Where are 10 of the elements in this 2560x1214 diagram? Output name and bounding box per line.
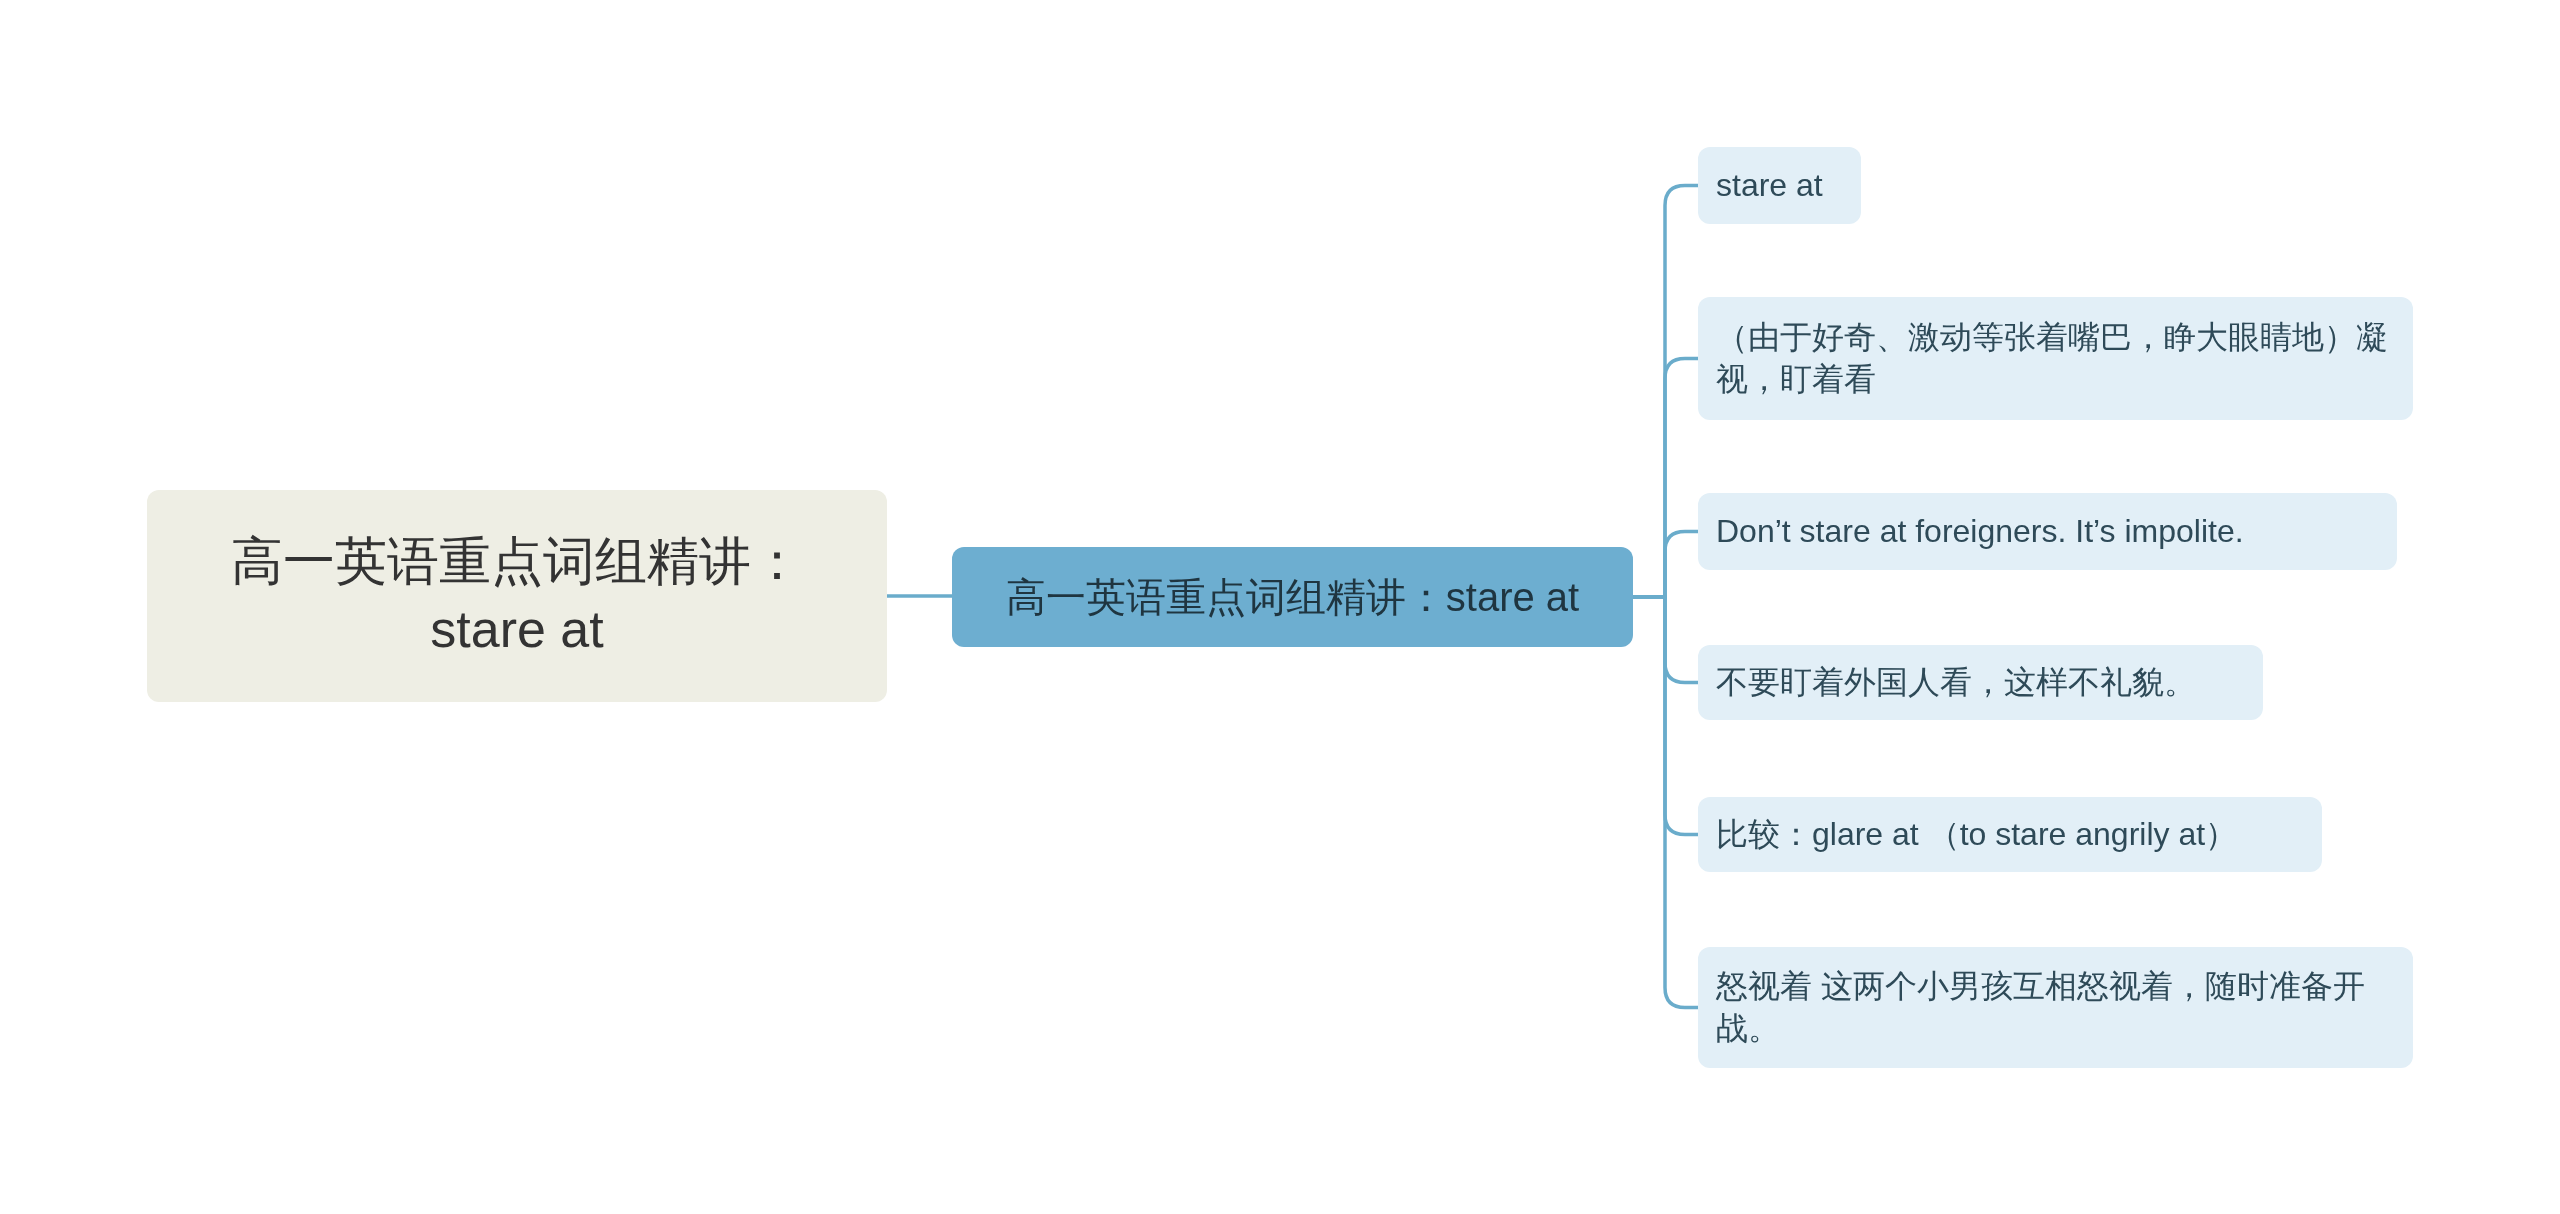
subtopic-box: 不要盯着外国人看，这样不礼貌。: [1698, 645, 2263, 720]
root-topic-box: 高一英语重点词组精讲：stare at: [147, 490, 887, 702]
subtopic-box: 比较：glare at （to stare angrily at）: [1698, 797, 2322, 872]
subtopic-box: （由于好奇、激动等张着嘴巴，睁大眼睛地）凝视，盯着看: [1698, 297, 2413, 420]
subtopic-box: Don’t stare at foreigners. It’s impolite.: [1698, 493, 2397, 570]
connector-line: [1633, 595, 1698, 1010]
subtopic-box: 怒视着 这两个小男孩互相怒视着，随时准备开战。: [1698, 947, 2413, 1068]
connector-line: [887, 594, 952, 598]
main-topic-box: 高一英语重点词组精讲：stare at: [952, 547, 1633, 647]
subtopic-box: stare at: [1698, 147, 1861, 224]
